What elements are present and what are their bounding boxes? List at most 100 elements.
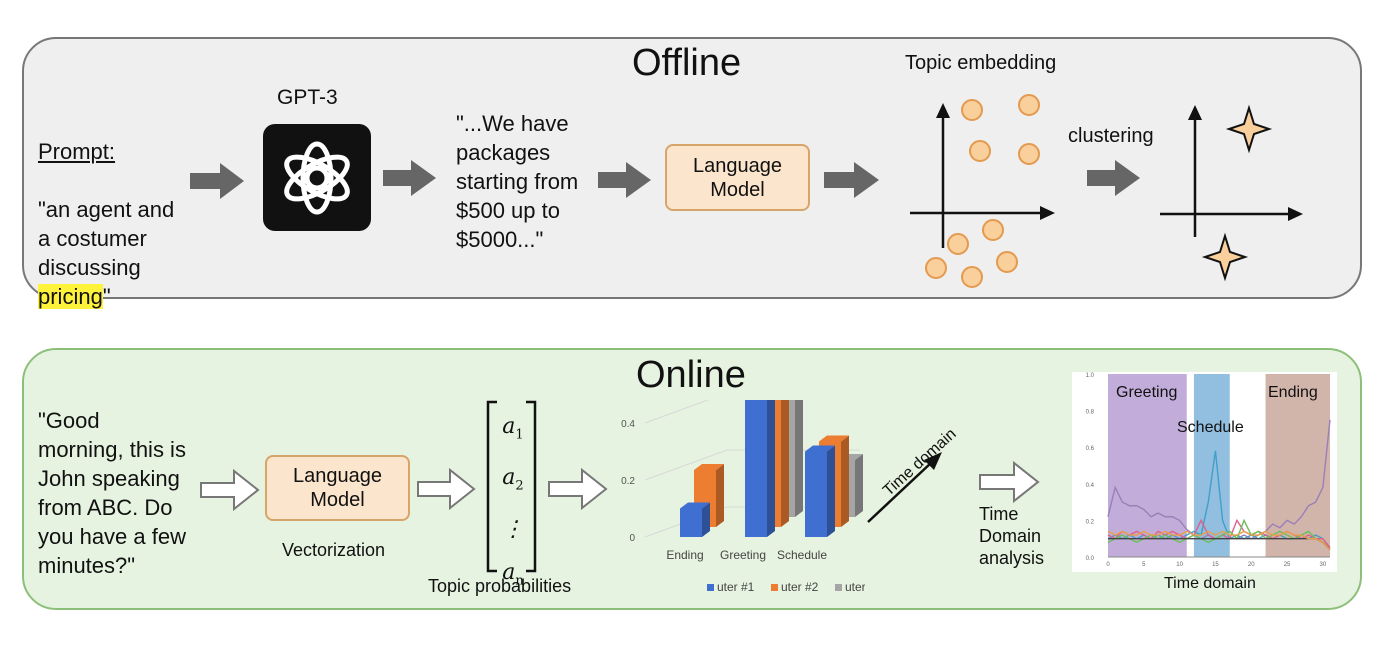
embedding-points [925, 94, 1040, 288]
bar-side [781, 400, 789, 527]
arrow-right-icon [824, 162, 879, 198]
x-tick-label: 20 [1248, 562, 1255, 568]
bar-side [855, 454, 863, 517]
legend-swatch [707, 584, 714, 591]
x-tick-label: 25 [1284, 562, 1291, 568]
arrow-right-icon [598, 162, 651, 198]
category-label: Ending [666, 548, 703, 562]
legend-swatch [835, 584, 842, 591]
region-label-schedule: Schedule [1177, 419, 1244, 436]
grid-line [644, 449, 728, 481]
offline-title: Offline [632, 42, 742, 84]
hollow-arrow-icon [417, 467, 476, 511]
series-line [1107, 530, 1331, 551]
vector-item: an [502, 559, 524, 589]
online-language-model-box: Language Model [265, 455, 410, 521]
embedding-point [961, 266, 983, 288]
topic-embedding-label: Topic embedding [905, 52, 1057, 74]
y-tick-label: 0.2 [1086, 519, 1095, 525]
legend-label: uter #3 [845, 580, 865, 594]
clustering-label: clustering [1068, 125, 1154, 147]
topic-probabilities-label: Topic probabilities [428, 576, 572, 596]
bar-side [767, 400, 775, 537]
region-label-greeting: Greeting [1116, 384, 1178, 401]
y-tick-label: 0.8 [1086, 410, 1095, 416]
cluster-star-icon [1225, 104, 1273, 154]
hollow-arrow-icon [548, 467, 608, 511]
vector-item: a2 [502, 465, 524, 494]
bar-front [745, 400, 767, 537]
bar-top [819, 435, 849, 442]
embedding-axes [910, 103, 1055, 248]
bar-side [716, 464, 724, 527]
prompt-end: " [102, 284, 111, 309]
y-tick-label: 1.0 [1086, 373, 1095, 379]
arrow-right-icon [383, 160, 436, 196]
bar-chart-yticks: 00.20.40.6 [621, 419, 635, 544]
embedding-point [982, 219, 1004, 241]
bar-front [805, 451, 827, 537]
time-domain-arrow [867, 452, 942, 523]
openai-logo-icon [263, 124, 371, 231]
clustering-axes [1160, 105, 1303, 237]
x-tick-label: 10 [1176, 562, 1183, 568]
x-tick-label: 30 [1319, 562, 1326, 568]
topic-vector: a1 a2 ⋮ an [498, 405, 528, 602]
embedding-point [925, 257, 947, 279]
y-tick-label: 0.6 [1086, 446, 1095, 452]
region-label-ending: Ending [1268, 384, 1318, 401]
vectorization-label: Vectorization [282, 540, 386, 560]
x-tick-label: 0 [1106, 562, 1110, 568]
prompt-label: Prompt: [38, 139, 116, 164]
embedding-point [1018, 94, 1040, 116]
y-tick-label: 0.2 [621, 476, 635, 487]
legend-swatch [771, 584, 778, 591]
time-region [1193, 374, 1230, 557]
vector-item: a1 [502, 414, 524, 443]
online-title: Online [636, 354, 746, 396]
bar-chart-categories: Ending Greeting Schedule [666, 548, 827, 562]
arrow-right-icon [1087, 160, 1140, 196]
x-tick-label: 5 [1142, 562, 1146, 568]
embedding-point [969, 140, 991, 162]
time-domain-xlabel: Time domain [1164, 575, 1256, 592]
prompt-block: Prompt: "an agent and a costumer discuss… [38, 108, 218, 311]
time-domain-analysis-label: Time Domain analysis [979, 504, 1045, 568]
line-chart-regions [1108, 374, 1330, 557]
bar-top [680, 502, 710, 509]
legend-label: uter #2 [781, 580, 819, 594]
prompt-highlight: pricing [38, 284, 103, 309]
y-tick-label: 0 [629, 533, 635, 544]
cluster-star-icon [1201, 232, 1249, 282]
category-label: Schedule [777, 548, 827, 562]
category-label: Greeting [720, 548, 766, 562]
line-chart-series [1107, 419, 1331, 551]
y-tick-label: 0.4 [1086, 483, 1095, 489]
bar-side [702, 502, 710, 537]
bar [805, 445, 835, 537]
utterance-text: "Good morning, this is John speaking fro… [38, 408, 186, 578]
time-region [1108, 374, 1187, 557]
arrow-right-icon [190, 163, 244, 199]
hollow-arrow-icon [979, 460, 1040, 504]
offline-language-model-box: Language Model [665, 144, 810, 211]
legend-label: uter #1 [717, 580, 755, 594]
bar-top [805, 445, 835, 452]
gpt-label: GPT-3 [277, 86, 338, 109]
bar [680, 502, 710, 537]
bar-side [841, 435, 849, 527]
hollow-arrow-icon [200, 468, 260, 512]
bar [745, 400, 775, 537]
bar-front [680, 508, 702, 537]
prompt-text: "an agent and a costumer discussing [38, 197, 175, 280]
bar-top [694, 464, 724, 470]
bar-chart-bars [680, 400, 863, 537]
x-tick-label: 15 [1212, 562, 1219, 568]
vector-brackets [486, 400, 537, 573]
series-line [1108, 537, 1331, 551]
embedding-point [947, 233, 969, 255]
bar-chart-legend: uter #1 uter #2 uter #3 [707, 580, 865, 594]
